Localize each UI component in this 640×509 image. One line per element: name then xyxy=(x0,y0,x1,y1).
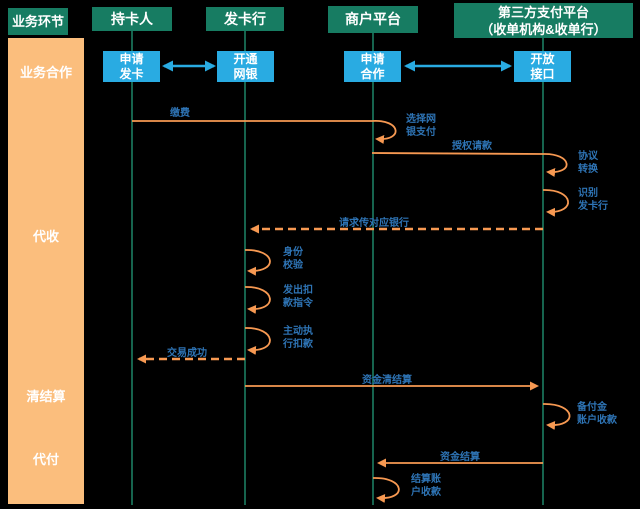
activation-apply-cooperation: 申请 合作 xyxy=(344,51,401,82)
msg-line: 资金结算 xyxy=(440,452,480,463)
msg-line: 请求传对应银行 xyxy=(339,218,409,229)
msg-identity-verify: 身份 校验 xyxy=(283,246,303,272)
stage-header-label: 业务环节 xyxy=(11,14,64,29)
msg-settlement-account-receive: 结算账 户收款 xyxy=(411,473,441,499)
msg-line: 主动执 xyxy=(283,326,313,337)
msg-funds-clearing: 资金清结算 xyxy=(362,374,412,387)
msg-choose-ebank-pay: 选择网 银支付 xyxy=(406,113,436,139)
msg-line: 资金清结算 xyxy=(362,375,412,386)
msg-line: 交易成功 xyxy=(167,348,207,359)
arrow-pay-fee-and-choose-ebank xyxy=(132,120,397,144)
msg-protocol-convert: 协议 转换 xyxy=(578,150,598,176)
actor-label: 商户平台 xyxy=(345,11,401,27)
swimlane-payout: 代付 xyxy=(32,452,59,467)
msg-line: 款指令 xyxy=(283,298,313,309)
msg-authorize-request: 授权请款 xyxy=(452,140,492,153)
self-loop-identify-issuer xyxy=(542,189,569,217)
actor-label-line2: （收单机构&收单行） xyxy=(480,21,607,37)
msg-line: 授权请款 xyxy=(452,141,492,152)
swimlane-collection: 代收 xyxy=(32,229,59,244)
msg-line: 备付金 xyxy=(577,402,607,413)
activation-line1: 申请 xyxy=(119,51,144,66)
swimlane-column: 业务合作 代收 清结算 代付 xyxy=(8,38,84,504)
msg-line: 校验 xyxy=(283,260,303,271)
msg-pay-fee: 缴费 xyxy=(170,107,190,120)
stage-column-header: 业务环节 xyxy=(8,8,68,35)
msg-line: 协议 xyxy=(578,151,598,162)
msg-execute-debit: 主动执 行扣款 xyxy=(283,325,313,351)
msg-line: 转换 xyxy=(578,164,598,175)
actor-cardholder: 持卡人 xyxy=(92,7,172,31)
activation-apply-card: 申请 发卡 xyxy=(103,51,160,82)
swimlane-business-cooperation: 业务合作 xyxy=(19,65,72,80)
actor-merchant-platform: 商户平台 xyxy=(328,6,418,33)
msg-line: 行扣款 xyxy=(283,339,313,350)
activation-line2: 网银 xyxy=(233,66,258,81)
self-loop-execute-debit xyxy=(244,327,271,355)
activation-line1: 开通 xyxy=(233,51,258,66)
msg-line: 发出扣 xyxy=(283,285,313,296)
swimlane-clearing-settlement: 清结算 xyxy=(26,389,66,404)
msg-line: 缴费 xyxy=(170,108,190,119)
msg-reserve-account-receive: 备付金 账户收款 xyxy=(577,401,617,427)
actor-issuing-bank: 发卡行 xyxy=(206,7,284,31)
actor-label-line1: 第三方支付平台 xyxy=(497,4,589,20)
msg-identify-issuer: 识别 发卡行 xyxy=(578,187,608,213)
msg-route-to-bank: 请求传对应银行 xyxy=(339,217,409,230)
actor-label: 持卡人 xyxy=(111,10,153,27)
msg-line: 识别 xyxy=(578,188,598,199)
activation-open-ebank: 开通 网银 xyxy=(217,51,274,82)
msg-funds-settlement: 资金结算 xyxy=(440,451,480,464)
activation-line1: 开放 xyxy=(530,51,555,66)
activation-line2: 接口 xyxy=(530,66,555,81)
self-loop-settlement-account-receive xyxy=(372,477,400,503)
actor-label: 发卡行 xyxy=(224,10,266,27)
msg-line: 发卡行 xyxy=(578,201,608,212)
msg-line: 选择网 xyxy=(406,114,436,125)
self-loop-identity-verify xyxy=(244,249,271,276)
msg-line: 结算账 xyxy=(411,474,441,485)
self-loop-debit-instruction xyxy=(244,286,271,314)
self-loop-reserve-account-receive xyxy=(542,403,571,430)
msg-line: 账户收款 xyxy=(577,415,617,426)
msg-line: 银支付 xyxy=(406,127,436,138)
actor-third-party-platform: 第三方支付平台 （收单机构&收单行） xyxy=(454,3,633,38)
activation-line2: 合作 xyxy=(360,66,385,81)
activation-line2: 发卡 xyxy=(119,66,144,81)
activation-open-api: 开放 接口 xyxy=(514,51,571,82)
msg-debit-instruction: 发出扣 款指令 xyxy=(283,284,313,310)
msg-transaction-success: 交易成功 xyxy=(167,347,207,360)
msg-line: 户收款 xyxy=(411,487,441,498)
arrow-authorize-request-and-protocol-convert xyxy=(371,152,568,177)
activation-line1: 申请 xyxy=(360,51,385,66)
msg-line: 身份 xyxy=(283,247,303,258)
